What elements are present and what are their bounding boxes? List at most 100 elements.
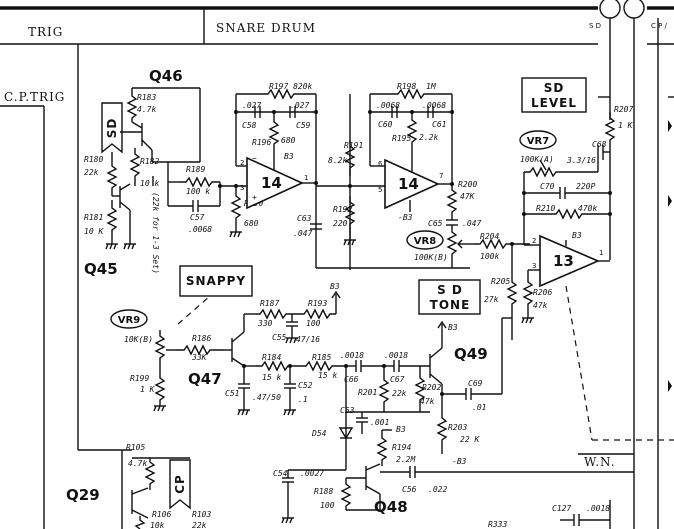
opamp-13: 13 2 3 1 B3 <box>532 231 603 288</box>
minus-b3-b: -B3 <box>452 457 467 466</box>
r205-value: 27k <box>484 295 499 304</box>
q46-transistor <box>120 121 153 151</box>
r202-resistor <box>414 366 426 412</box>
r191-value: 8.2k <box>328 156 347 165</box>
ground-r199 <box>153 405 166 412</box>
vr8-label: VR8 <box>414 236 436 247</box>
r193-value: 100 <box>306 319 321 328</box>
ground-r192 <box>343 239 356 246</box>
r186-value: 33K <box>191 353 208 362</box>
r188-value: 100 <box>320 501 335 510</box>
d54-part: D54 <box>311 429 327 438</box>
r183-label: R183 <box>137 93 156 102</box>
pin-7: 7 <box>439 172 443 180</box>
sd-flag-text: SD <box>105 118 119 139</box>
r201-label: R201 <box>358 388 377 397</box>
r106-label: R106 <box>152 510 171 519</box>
r180-value: 22k <box>84 168 99 177</box>
c52-value: .1 <box>298 395 308 404</box>
sd-level-line2: LEVEL <box>531 96 577 110</box>
c127-label: C127 <box>552 504 571 513</box>
r197-label: R197 820k <box>269 82 313 91</box>
r188-label: R188 <box>314 487 333 496</box>
r185-resistor <box>300 360 346 372</box>
r190-value: 680 <box>244 219 259 228</box>
sd-level-line1: SD <box>544 81 565 95</box>
b3-a: B3 <box>284 152 294 161</box>
wn-label: W.N. <box>584 455 616 469</box>
r193-label: R193 <box>308 299 327 308</box>
c66-value: .0018 <box>340 351 364 360</box>
c127-value: .0018 <box>586 504 610 513</box>
c52-label: C52 <box>298 381 313 390</box>
opamp-14-b: 14 6 5 7 <box>378 158 443 210</box>
c58-label: C58 <box>242 121 257 130</box>
c53-label: C53 <box>340 406 355 415</box>
r189-value: 100 k <box>186 187 210 196</box>
r186-resistor <box>176 344 224 356</box>
c54-capacitor <box>282 470 294 518</box>
r194-value: 2.2M <box>396 455 416 464</box>
c57-label: C57 <box>190 213 205 222</box>
r207-label: R207 <box>614 105 633 114</box>
r194-resistor <box>376 430 388 466</box>
r199-label: R199 <box>130 374 149 383</box>
r202-label: R202 <box>422 383 441 392</box>
r206-value: 47k <box>533 301 548 310</box>
r182-value: 10 k <box>140 179 159 188</box>
pin-1b: 1 <box>599 249 603 257</box>
r189-resistor <box>178 176 220 188</box>
c59-label: C59 <box>296 121 311 130</box>
vr8-badge: VR8 <box>406 230 444 250</box>
r193-resistor <box>300 308 336 320</box>
c61-capacitor <box>427 106 434 118</box>
c56-capacitor <box>409 466 634 478</box>
r195-value: 2.2k <box>419 133 438 142</box>
r201-resistor <box>378 366 390 412</box>
c70-label: C70 <box>540 182 555 191</box>
sd-flag: SD <box>101 102 123 154</box>
q45-transistor <box>112 183 131 211</box>
sd-bus-terminal <box>599 0 621 19</box>
r105-resistor <box>144 458 156 490</box>
c67-value: .0018 <box>384 351 408 360</box>
r103-label: R103 <box>192 510 211 519</box>
q48-label: Q48 <box>374 498 408 516</box>
c54-value: .0027 <box>300 469 324 478</box>
sd-tab-label: S D <box>589 22 601 30</box>
c59-capacitor <box>289 106 296 118</box>
opamp-14-b-label: 14 <box>398 175 419 193</box>
ground-c55 <box>285 337 298 344</box>
c63-label: C63 <box>297 214 312 223</box>
c68-value: 3.3/16 <box>566 156 596 165</box>
r181-label: R181 <box>84 213 103 222</box>
r187-resistor <box>256 308 300 320</box>
r192-resistor <box>344 196 356 232</box>
vr7-label: VR7 <box>527 136 549 147</box>
c65-value: .047 <box>462 219 481 228</box>
r181-resistor <box>106 200 118 244</box>
pin-2b: 2 <box>532 237 536 245</box>
r199-value: 1 K <box>140 385 156 394</box>
b3-b: B3 <box>572 231 582 240</box>
r180-resistor <box>106 160 118 196</box>
r204-resistor <box>474 238 530 250</box>
r194-label: R194 <box>392 443 411 452</box>
snappy-label: SNAPPY <box>186 274 246 288</box>
r191-resistor <box>344 140 356 176</box>
r181-value: 10 K <box>84 227 104 236</box>
c70-capacitor <box>524 187 610 199</box>
c68-label: C68 <box>592 140 607 149</box>
r198-label: R198 <box>397 82 416 91</box>
c53-capacitor <box>356 412 368 434</box>
r203-value: 22 K <box>460 435 480 444</box>
q49-label: Q49 <box>454 345 488 363</box>
pin-6: 6 <box>378 160 383 168</box>
c67-capacitor <box>384 360 430 372</box>
c70-value: 220P <box>576 182 595 191</box>
trig-label: TRIG <box>28 25 63 39</box>
r187-label: R187 <box>260 299 279 308</box>
vr9-badge: VR9 <box>110 309 148 329</box>
c57-capacitor <box>168 200 220 212</box>
vr9-label: VR9 <box>118 315 140 326</box>
